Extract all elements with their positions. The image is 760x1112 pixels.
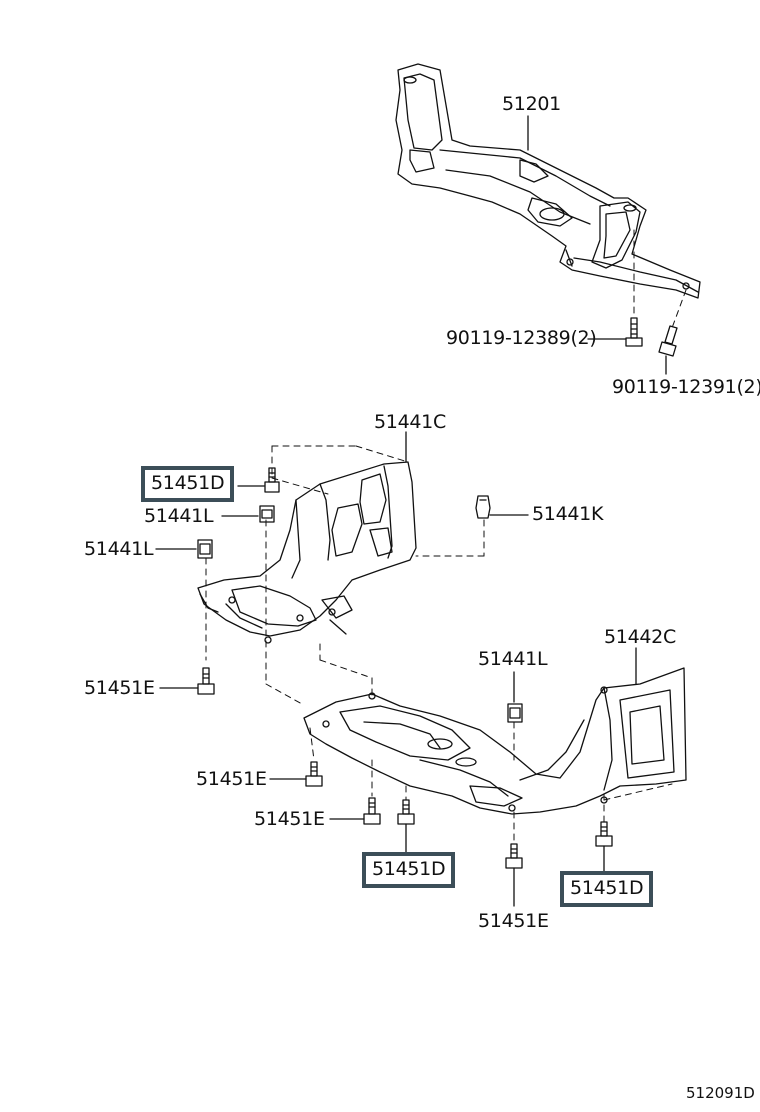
clip-51441L-left xyxy=(197,539,213,559)
label-51451E-midleft: 51451E xyxy=(196,768,267,790)
label-51441L-left: 51441L xyxy=(84,538,154,560)
label-51441C: 51441C xyxy=(374,411,446,433)
bolt-51451D-right xyxy=(595,821,613,847)
label-51451E-bottom: 51451E xyxy=(478,910,549,932)
bolt-51451E-bottom xyxy=(505,843,523,869)
clip-51441K xyxy=(475,495,491,519)
bolt-51451E-left xyxy=(197,667,215,695)
label-90119-12391: 90119-12391(2) xyxy=(612,376,760,398)
clip-51441L-mid xyxy=(507,703,523,723)
crossmember-51201 xyxy=(395,63,701,299)
engine-under-cover-51441C xyxy=(197,461,417,644)
label-51441L-upper: 51441L xyxy=(144,505,214,527)
label-51451D-top: 51451D xyxy=(141,466,235,502)
label-51442C: 51442C xyxy=(604,626,676,648)
label-51451E-lower: 51451E xyxy=(254,808,325,830)
label-90119-12389: 90119-12389(2) xyxy=(446,327,597,349)
bolt-90119-12389 xyxy=(625,317,643,347)
bolt-51451D-center xyxy=(397,799,415,825)
label-51441L-mid: 51441L xyxy=(478,648,548,670)
bolt-51451E-midleft xyxy=(305,761,323,787)
diagram-code: 512091D xyxy=(686,1084,755,1102)
clip-51441L-upper xyxy=(259,505,275,523)
label-51451E-left: 51451E xyxy=(84,677,155,699)
bolt-51451D-top xyxy=(264,467,280,493)
label-51451D-right: 51451D xyxy=(560,871,654,907)
label-51441K: 51441K xyxy=(532,503,604,525)
bolt-51451E-lower xyxy=(363,797,381,825)
bolt-90119-12391 xyxy=(658,325,678,357)
label-51451D-center: 51451D xyxy=(362,852,456,888)
engine-under-cover-51442C xyxy=(303,667,687,815)
label-51201: 51201 xyxy=(502,93,561,115)
